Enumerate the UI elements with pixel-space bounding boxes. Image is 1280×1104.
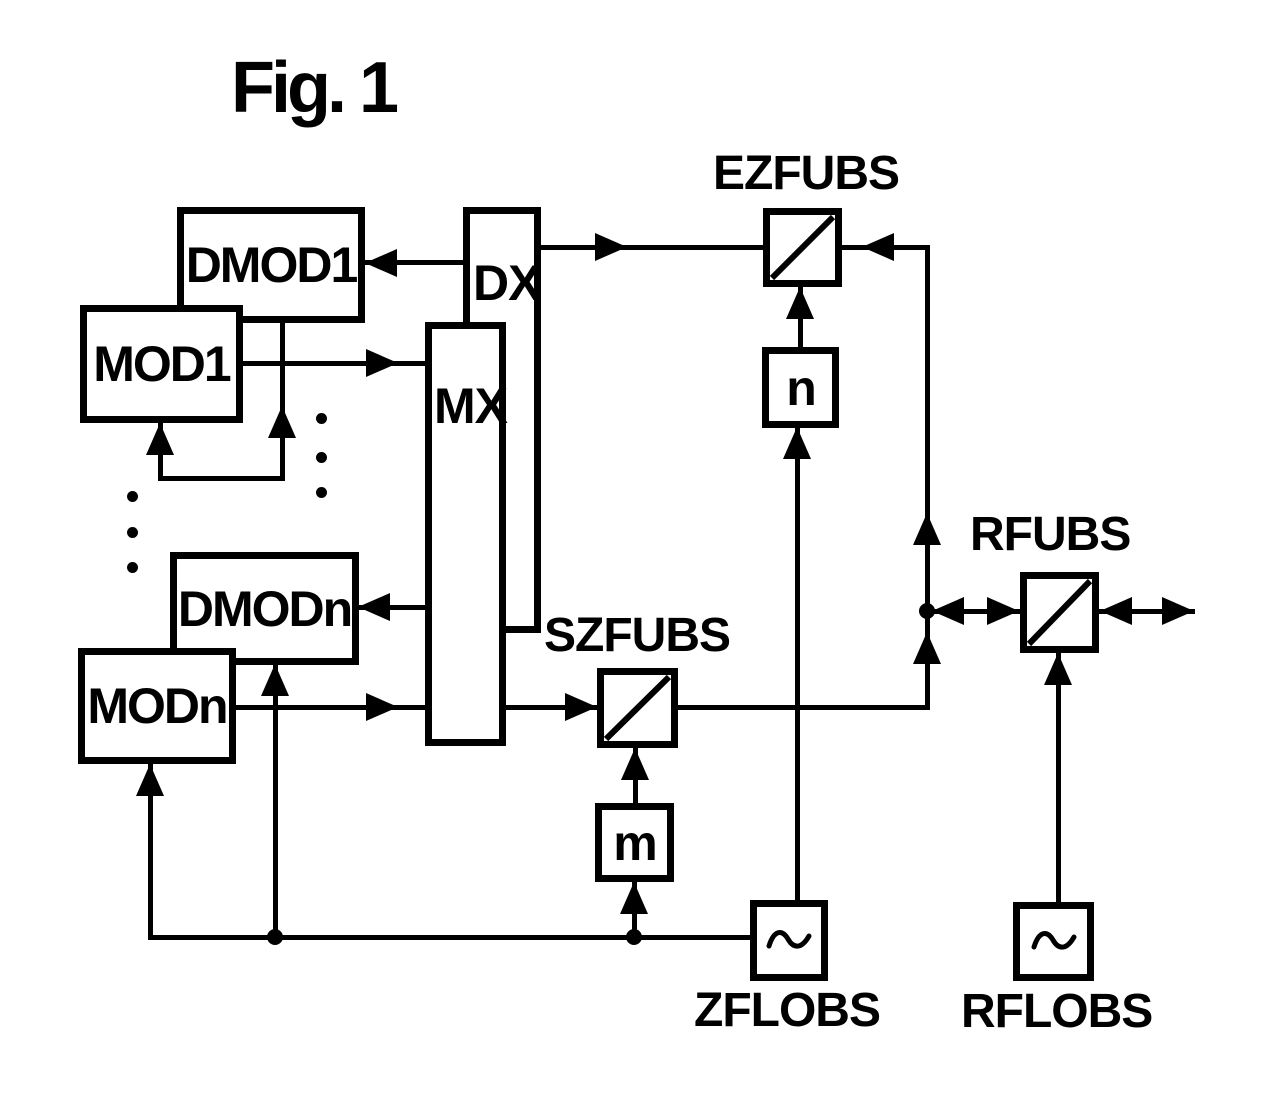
- filter-ezfubs: [763, 208, 842, 287]
- arrow-bus-into-dmodn: [261, 664, 289, 696]
- line-modn-to-mx: [236, 705, 425, 710]
- arrow-rfubs-external-left: [1100, 597, 1132, 625]
- arrow-rfubs-link-right: [987, 597, 1019, 625]
- figure-title: Fig. 1: [231, 48, 399, 128]
- divider-m: m: [595, 803, 674, 882]
- ellipsis-dot: [127, 491, 138, 502]
- arrow-rflobs-into-rfubs: [1044, 653, 1072, 685]
- arrow-rfubs-external-right: [1162, 597, 1194, 625]
- junction-dot-m-branch: [626, 929, 642, 945]
- filter-diagonal-icon: [604, 675, 671, 741]
- line-dx-to-ezfubs: [541, 245, 763, 250]
- arrow-modn-to-mx: [366, 693, 398, 721]
- line-rflobs-to-rfubs: [1056, 652, 1061, 902]
- oscillator-rflobs: [1013, 902, 1094, 981]
- junction-dot-dmodn-branch: [267, 929, 283, 945]
- block-dmodn: DMODn: [170, 552, 359, 665]
- block-dx-label: DX: [473, 255, 541, 311]
- block-mx: MX: [425, 322, 508, 746]
- block-modn-label: MODn: [87, 678, 228, 734]
- block-dmod1: DMOD1: [177, 207, 365, 323]
- label-ezfubs: EZFUBS: [713, 147, 900, 200]
- block-dmod1-label: DMOD1: [185, 237, 359, 293]
- block-dmodn-label: DMODn: [177, 580, 353, 637]
- line-mx-to-dmodn: [358, 605, 425, 610]
- line-junction-to-rfubs: [930, 609, 1020, 614]
- line-lo-bus: [148, 935, 750, 940]
- line-szfubs-output: [678, 705, 930, 710]
- arrow-branch-into-mod1: [146, 423, 174, 455]
- line-zflobs-to-n: [795, 427, 800, 903]
- block-mx-label: MX: [434, 378, 508, 434]
- arrow-branch-into-dmod1: [268, 406, 296, 438]
- arrow-into-szfubs: [565, 693, 597, 721]
- arrow-bus-into-modn: [136, 764, 164, 796]
- label-zflobs: ZFLOBS: [694, 984, 881, 1037]
- arrow-mod1-to-mx: [366, 349, 398, 377]
- arrow-into-dmodn: [358, 593, 390, 621]
- arrow-rfubs-link-left: [932, 597, 964, 625]
- sine-wave-icon: [766, 929, 812, 949]
- line-bus-to-modn: [148, 763, 153, 940]
- filter-rfubs: [1020, 572, 1099, 653]
- filter-diagonal-icon: [1027, 579, 1092, 646]
- arrow-feedback-into-ezfubs: [862, 233, 894, 261]
- sine-wave-icon: [1031, 930, 1076, 950]
- arrow-m-into-szfubs: [621, 748, 649, 780]
- arrow-feedback-up-lower: [913, 632, 941, 664]
- line-mod1-to-mx: [243, 361, 425, 366]
- arrow-zflobs-into-n: [783, 427, 811, 459]
- block-modn: MODn: [78, 648, 236, 764]
- line-bus-to-dmodn: [273, 663, 278, 937]
- line-mx-to-szfubs: [506, 705, 597, 710]
- junction-dot-feedback: [919, 603, 935, 619]
- block-mod1: MOD1: [80, 305, 243, 423]
- line-rfubs-external: [1099, 609, 1195, 614]
- divider-m-label: m: [613, 814, 657, 871]
- label-szfubs: SZFUBS: [544, 609, 731, 662]
- ellipsis-dot: [316, 487, 327, 498]
- arrow-bus-into-m: [620, 882, 648, 914]
- divider-n: n: [762, 347, 839, 428]
- line-branch-to-dmod1: [280, 322, 285, 481]
- ellipsis-dot: [316, 413, 327, 424]
- filter-szfubs: [597, 668, 678, 748]
- ellipsis-dot: [316, 452, 327, 463]
- divider-n-label: n: [786, 359, 817, 416]
- block-mod1-label: MOD1: [93, 336, 231, 392]
- ellipsis-dot: [127, 562, 138, 573]
- label-rfubs: RFUBS: [970, 508, 1131, 561]
- line-dx-to-dmod1: [365, 260, 463, 265]
- ellipsis-dot: [127, 527, 138, 538]
- line-feedback-vertical: [925, 245, 930, 710]
- filter-diagonal-icon: [770, 215, 835, 280]
- arrow-into-dmod1: [365, 249, 397, 277]
- label-rflobs: RFLOBS: [961, 985, 1153, 1038]
- arrow-dx-to-ezfubs: [595, 233, 627, 261]
- arrow-n-into-ezfubs: [786, 287, 814, 319]
- oscillator-zflobs: [750, 900, 828, 981]
- line-lo-branch: [158, 476, 285, 481]
- arrow-feedback-up-upper: [913, 513, 941, 545]
